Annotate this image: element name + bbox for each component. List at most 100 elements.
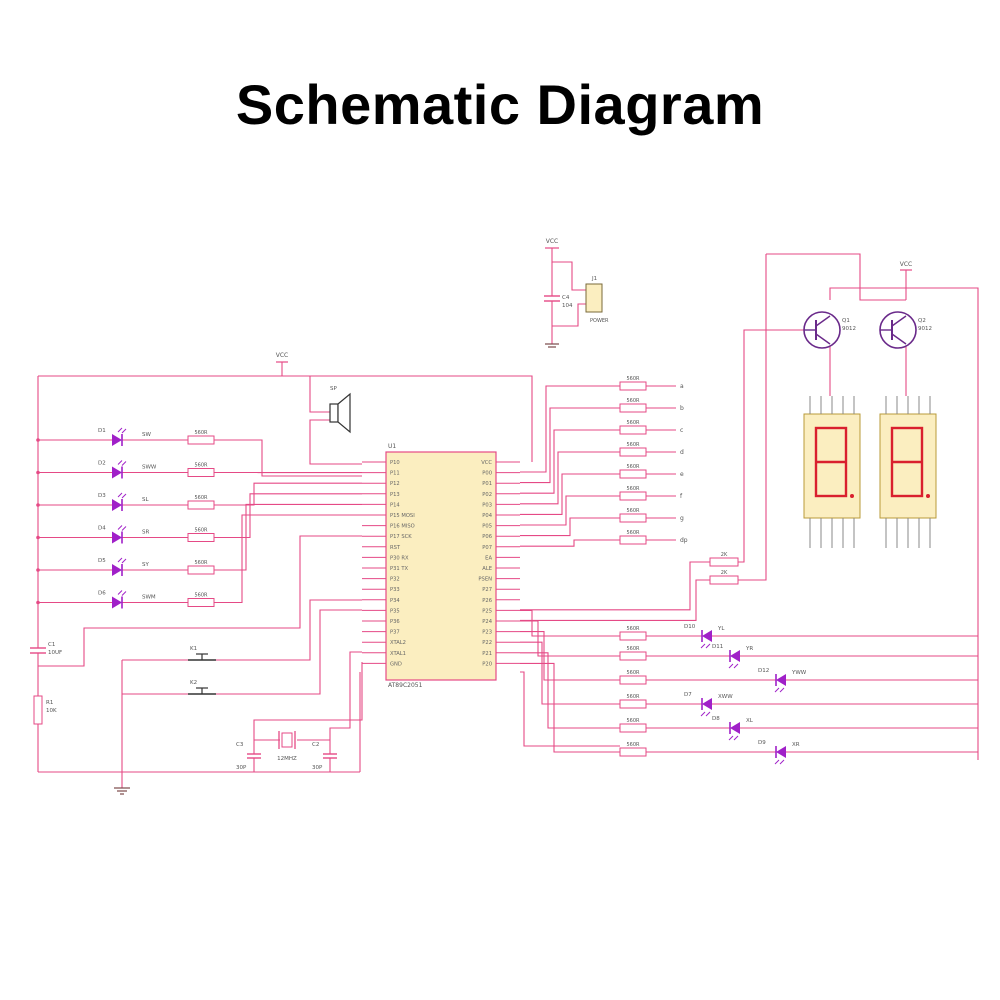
led-ray — [700, 711, 706, 717]
chip-to-seg-resistor — [520, 407, 620, 484]
chip-pin-left-label: RST — [390, 545, 401, 551]
chip-pin-left-label: XTAL1 — [390, 651, 406, 657]
resistor-left — [187, 468, 215, 477]
chip-to-led-right — [520, 652, 620, 729]
led-right-label: YR — [745, 646, 753, 652]
r1-value: 10K — [46, 708, 57, 714]
vcc-top-rail — [38, 375, 533, 462]
resistor-r1 — [33, 695, 43, 725]
resistor-left-value: 560R — [194, 593, 208, 599]
seven-segment-display-2 — [879, 413, 937, 519]
resistor-left — [187, 565, 215, 575]
resistor-seg-d — [619, 447, 647, 457]
resistor-led-right-value: 560R — [626, 694, 640, 700]
led-ray — [117, 427, 123, 433]
chip-to-led-right — [520, 662, 620, 753]
r-2k-1 — [709, 557, 739, 567]
resistor-seg-value: 560R — [626, 530, 640, 536]
chip-pin-right-label: VCC — [481, 460, 492, 466]
chip-to-seg-resistor — [520, 385, 620, 473]
led-left-to-chip — [214, 439, 362, 477]
led-right-ref: D12 — [758, 668, 769, 674]
resistor-led-right-value: 560R — [626, 670, 640, 676]
chip-pin-left-label: P33 — [390, 587, 400, 593]
q1-label: Q1 — [842, 318, 850, 324]
led-ray — [728, 663, 734, 669]
c1-label: C1 — [48, 642, 55, 648]
led-right-d8 — [730, 722, 740, 734]
led-left-d3 — [112, 499, 122, 511]
power-vcc-wire — [551, 248, 586, 291]
resistor-led-right-value: 560R — [626, 646, 640, 652]
chip-pin-left-label: P13 — [390, 492, 400, 498]
chip-to-led-right — [520, 641, 620, 705]
j1-label: J1 — [591, 276, 597, 282]
chip-to-2k — [520, 561, 710, 611]
chip-pin-right-label: P04 — [482, 513, 492, 519]
led-left-to-chip — [214, 503, 362, 571]
chip-pin-right-label: P05 — [482, 524, 492, 530]
led-left-label: SY — [142, 562, 149, 568]
transistor-lead — [891, 315, 907, 327]
xtal-wire-2 — [329, 651, 362, 740]
resistor-left — [187, 500, 215, 510]
chip-pin-right-label: P20 — [482, 661, 492, 667]
chip-pin-right-label: P00 — [482, 471, 492, 477]
resistor-2k-value: 2K — [721, 570, 728, 576]
chip-to-seg-resistor — [520, 451, 620, 505]
led-left-ref: D6 — [98, 591, 106, 597]
resistor-seg-value: 560R — [626, 442, 640, 448]
speaker-label: SP — [330, 386, 337, 392]
button-to-chip — [216, 599, 362, 661]
led-right-label: YL — [717, 626, 725, 632]
resistor-led-right-value: 560R — [626, 742, 640, 748]
resistor-left-value: 560R — [194, 463, 208, 469]
components — [30, 247, 937, 795]
resistor-seg-value: 560R — [626, 508, 640, 514]
led-ray — [121, 461, 127, 466]
speaker-icon — [329, 403, 339, 423]
led-right-d12 — [776, 674, 786, 686]
power-jack — [585, 283, 603, 313]
led-left-to-chip — [214, 514, 362, 604]
led-left-d6 — [112, 596, 122, 609]
chip-pin-left-label: P17 SCK — [390, 534, 412, 540]
chip-pin-left-label: P14 — [390, 502, 400, 508]
speaker-to-chip — [309, 419, 362, 465]
resistor-seg-value: 560R — [626, 464, 640, 470]
power-gnd-wire — [552, 303, 586, 327]
led-right-d10 — [702, 630, 712, 642]
chip-pin-right-label: PSEN — [478, 577, 492, 583]
chip-to-led-right — [520, 631, 620, 681]
transistor-lead — [815, 315, 831, 327]
chip-pin-left-label: P12 — [390, 481, 400, 487]
resistor-led-right-value: 560R — [626, 718, 640, 724]
led-right-ref: D10 — [684, 624, 696, 630]
led-right-label: XWW — [718, 694, 733, 700]
speaker-wire-top — [309, 376, 330, 413]
led-left-label: SW — [142, 432, 151, 438]
cap-value: 30P — [236, 765, 247, 771]
led-left-label: SL — [142, 497, 149, 503]
button-to-chip — [216, 609, 362, 695]
chip-pin-left-label: P30 RX — [390, 555, 409, 561]
chip-pin-left-label: XTAL2 — [390, 640, 406, 646]
chip-pin-left-label: P34 — [390, 598, 400, 604]
resistor-seg-value: 560R — [626, 398, 640, 404]
resistor-led-right — [619, 699, 647, 709]
led-right-ref: D11 — [712, 644, 723, 650]
chip-pin-right-label: P24 — [482, 619, 492, 625]
cap-label: C2 — [312, 742, 319, 748]
resistor-led-right-value: 560R — [626, 626, 640, 632]
led-left-label: SWW — [142, 465, 157, 471]
chip-pin-left-label: P37 — [390, 630, 400, 636]
chip-pin-right-label: P01 — [482, 481, 492, 487]
chip-pin-left-label: P11 — [390, 471, 400, 477]
r1-label: R1 — [46, 700, 53, 706]
led-left-d4 — [112, 531, 122, 544]
chip-to-seg-resistor — [520, 473, 620, 515]
resistor-seg-c — [619, 425, 647, 435]
resistor-led-right — [619, 631, 647, 641]
led-ray — [779, 687, 785, 693]
